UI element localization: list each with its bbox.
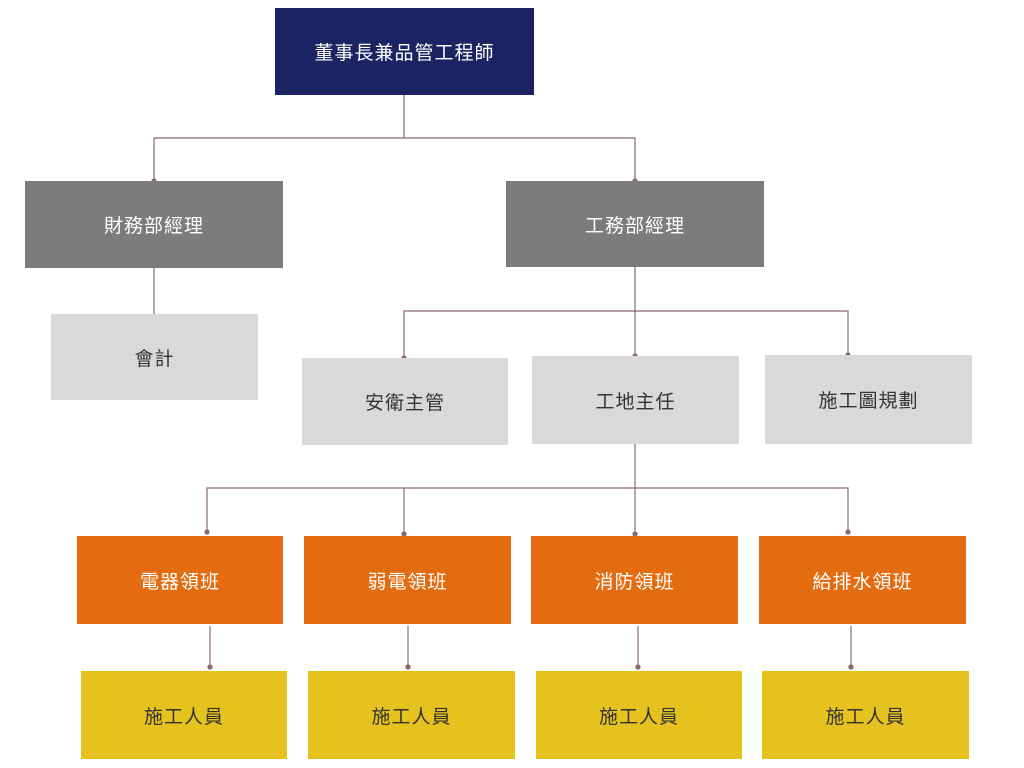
leader-box-plumbing: 給排水領班: [759, 536, 966, 624]
safety-supervisor-box: 安衛主管: [302, 358, 508, 445]
chairman-box: 董事長兼品管工程師: [275, 8, 534, 95]
worker-box-1: 施工人員: [81, 671, 287, 759]
leader-box-fire: 消防領班: [531, 536, 738, 624]
finance-manager-box: 財務部經理: [25, 181, 283, 268]
connector-chairman-engineering: [404, 137, 638, 184]
site-director-box: 工地主任: [532, 356, 739, 444]
connector-site-leader-4: [635, 487, 851, 535]
accountant-box: 會計: [51, 314, 258, 400]
worker-box-2: 施工人員: [308, 671, 515, 759]
connector-site-leader-1: [204, 487, 635, 535]
leader-box-low-voltage: 弱電領班: [304, 536, 511, 624]
leader-box-electrical: 電器領班: [77, 536, 283, 624]
connector-chairman-finance: [151, 95, 405, 184]
connector-engineering-drawing: [635, 310, 851, 358]
drawing-planning-box: 施工圖規劃: [765, 355, 972, 444]
engineering-manager-box: 工務部經理: [506, 181, 764, 267]
worker-box-3: 施工人員: [536, 671, 742, 759]
connector-engineering-safety: [401, 267, 636, 361]
worker-box-4: 施工人員: [762, 671, 969, 759]
